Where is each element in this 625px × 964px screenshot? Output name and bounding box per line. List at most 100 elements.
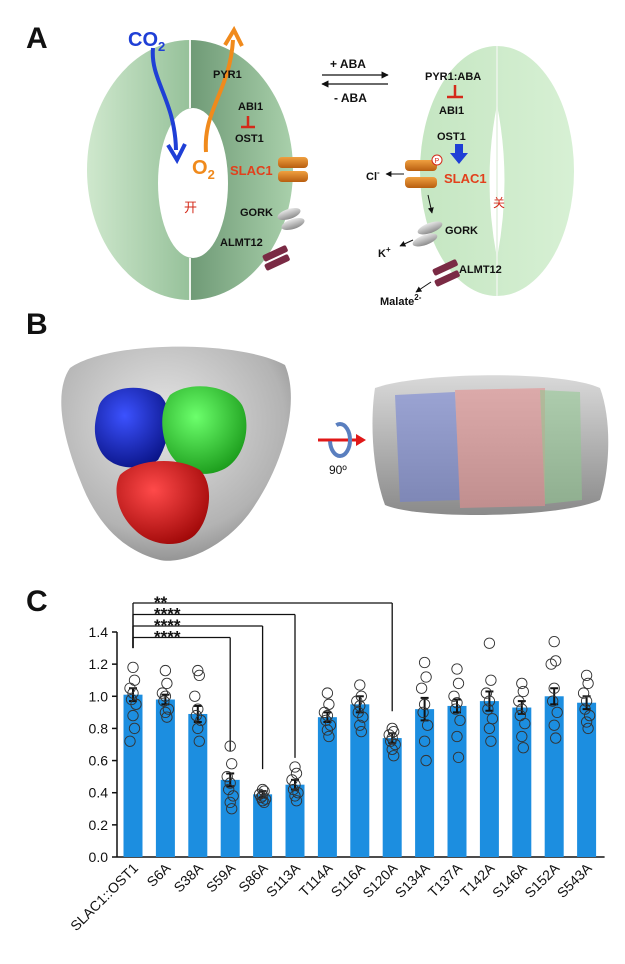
rotation-arrow: [318, 422, 366, 458]
data-point: [583, 709, 596, 722]
y-tick-label: 0.6: [89, 753, 109, 769]
data-point: [579, 703, 591, 715]
data-point: [454, 714, 466, 727]
data-point: [290, 767, 303, 780]
significance-label: ****: [154, 616, 181, 635]
data-point: [548, 719, 560, 731]
data-point: [159, 706, 172, 719]
right-almt12: ALMT12: [459, 264, 502, 276]
left-ost1: OST1: [235, 133, 264, 145]
data-point: [156, 687, 169, 699]
data-point: [161, 677, 173, 690]
x-tick-label: S146A: [489, 859, 531, 901]
data-point: [290, 795, 303, 807]
data-point: [386, 743, 398, 755]
left-slac1-channel: [278, 157, 308, 182]
bar: [220, 779, 240, 857]
significance-brackets: **************: [132, 593, 393, 770]
data-point: [256, 795, 269, 807]
data-point: [354, 719, 366, 731]
data-point: [318, 706, 331, 719]
data-point: [256, 790, 269, 802]
k-arrow: [399, 239, 414, 247]
data-point: [323, 698, 335, 710]
y-tick-label: 0.4: [89, 785, 109, 801]
side-view: [372, 375, 609, 516]
data-point: [547, 695, 559, 707]
left-pyr1: PYR1: [213, 69, 242, 81]
x-tick-label: S59A: [203, 859, 239, 895]
left-almt12-channel: [262, 245, 290, 271]
data-point: [292, 787, 304, 799]
malate-label: Malate2-: [380, 293, 422, 308]
data-point: [192, 664, 204, 677]
data-point: [388, 750, 400, 762]
left-inhibit-mark: [241, 116, 255, 129]
right-pyr1-aba: PYR1:ABA: [425, 71, 481, 83]
svg-text:P: P: [435, 158, 440, 165]
right-slac1: SLAC1: [444, 171, 487, 186]
data-point: [355, 725, 367, 738]
data-point: [192, 703, 204, 715]
bar: [415, 709, 435, 857]
data-point: [127, 709, 139, 722]
data-point: [548, 635, 560, 648]
data-point: [224, 777, 236, 789]
right-ost1: OST1: [437, 131, 466, 143]
x-tick-label: SLAC1::OST1: [67, 860, 141, 934]
data-point: [480, 687, 493, 699]
significance-bracket: ****: [132, 628, 231, 752]
k-label: K+: [378, 245, 391, 260]
data-point: [321, 687, 334, 699]
data-point: [451, 730, 463, 743]
data-point: [420, 754, 432, 767]
bar: [285, 784, 305, 857]
data-point: [127, 687, 139, 699]
open-label: 开: [184, 200, 197, 215]
bars: [123, 635, 597, 857]
data-point: [130, 698, 142, 710]
right-inhibit-mark: [447, 85, 463, 99]
data-point: [519, 717, 531, 730]
data-point: [226, 803, 238, 815]
data-point: [289, 779, 301, 791]
left-gork: GORK: [240, 207, 273, 219]
data-point: [128, 722, 141, 735]
data-point: [517, 742, 529, 754]
bar: [155, 699, 175, 857]
significance-label: **: [154, 593, 168, 612]
x-tick-label: S113A: [263, 859, 304, 900]
data-point: [415, 682, 428, 694]
data-point: [580, 669, 593, 682]
bar: [350, 704, 370, 857]
stomata-diagram: CO2 O2 开 关 PYR1 ABI1 OST1 SLAC1 GORK ALM…: [87, 25, 574, 308]
side-subunit-blue: [395, 392, 460, 502]
data-point: [452, 677, 465, 690]
bar: [253, 794, 273, 857]
data-point: [383, 729, 395, 741]
data-point: [516, 677, 528, 690]
data-point: [226, 758, 238, 770]
data-point: [451, 697, 463, 709]
data-point: [448, 690, 460, 702]
data-point: [451, 663, 463, 675]
data-point: [482, 703, 494, 715]
slac-to-gork-arrow: [427, 194, 434, 214]
bar: [544, 696, 564, 857]
ost1-down-arrow: [450, 144, 468, 164]
closed-label: 关: [493, 196, 505, 210]
data-point: [289, 761, 301, 773]
data-point: [582, 677, 594, 690]
cl-label: Cl-: [366, 168, 380, 183]
data-point: [418, 656, 431, 669]
x-tick-label: S543A: [554, 859, 596, 901]
data-point: [548, 682, 560, 694]
data-point: [258, 796, 270, 809]
panel-label-b: B: [26, 308, 48, 341]
malate-arrow: [415, 281, 432, 293]
o2-arrowhead: [223, 25, 244, 47]
data-point: [582, 722, 594, 735]
minus-aba: - ABA: [334, 91, 367, 105]
y-tick-label: 1.4: [89, 624, 109, 640]
